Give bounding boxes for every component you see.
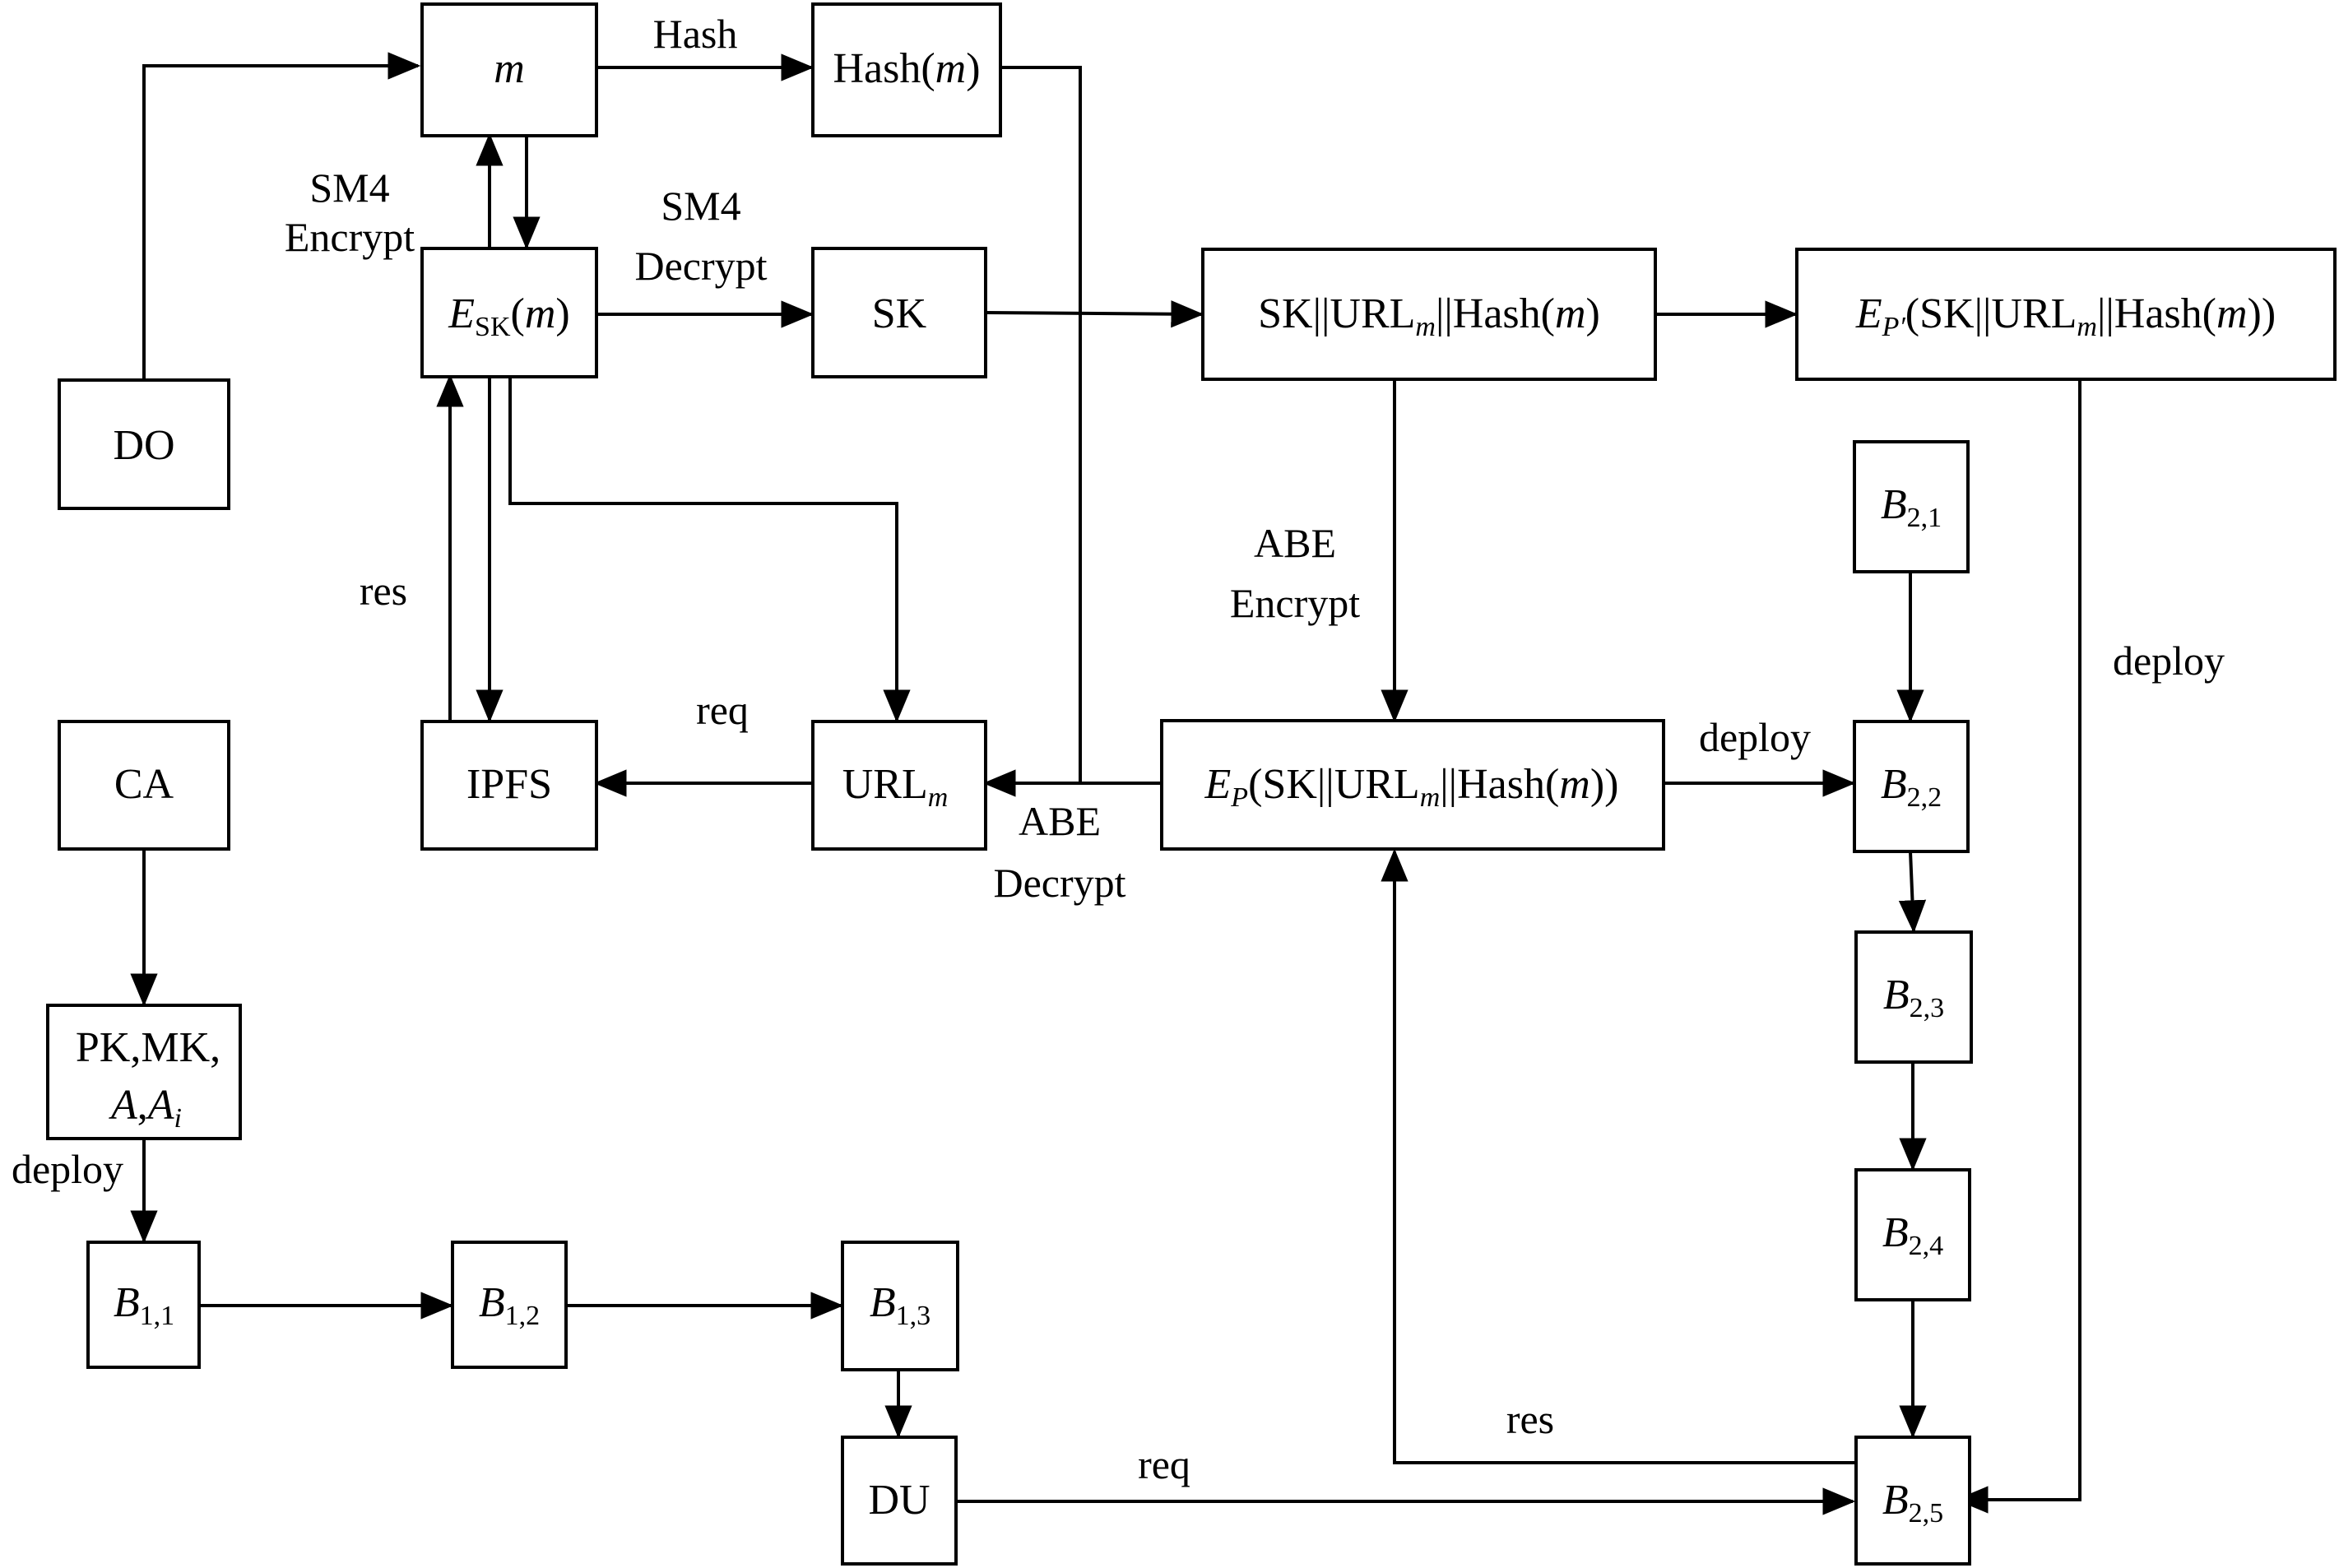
- node-b25: B2,5: [1854, 1436, 1971, 1566]
- node-b23-label: B2,3: [1883, 972, 1944, 1023]
- label-abe-decrypt-1: ABE: [1019, 798, 1101, 844]
- edge-b25-to-ep: [1381, 848, 1855, 1464]
- node-b12: B1,2: [451, 1241, 568, 1369]
- node-ipfs: IPFS: [420, 720, 598, 851]
- label-res-left: res: [360, 568, 407, 614]
- node-do-label: DO: [113, 422, 174, 469]
- node-ep: EP(SK||URLm||Hash(m)): [1160, 719, 1665, 851]
- node-b11-label: B1,1: [114, 1279, 174, 1331]
- node-b21-label: B2,1: [1881, 481, 1942, 533]
- node-b25-label: B2,5: [1882, 1477, 1943, 1529]
- node-b22-label: B2,2: [1881, 761, 1942, 813]
- node-keys: PK,MK, A,Ai: [46, 1004, 242, 1140]
- node-b21: B2,1: [1853, 440, 1970, 573]
- label-deploy-right: deploy: [2113, 638, 2225, 684]
- label-req-top: req: [696, 687, 749, 733]
- edge-esk-to-url: [508, 377, 911, 723]
- edge-sk-to-concat: [985, 300, 1204, 328]
- node-concat: SK||URLm||Hash(m): [1201, 248, 1657, 381]
- label-deploy-ep: deploy: [1699, 714, 1811, 760]
- node-b23: B2,3: [1854, 930, 1973, 1064]
- edge-hash-down-line: [1000, 66, 1082, 782]
- connectors: [130, 52, 2081, 1515]
- node-url-m-label: URLm: [842, 761, 949, 813]
- label-sm4-encrypt-2: Encrypt: [285, 214, 415, 260]
- label-abe-decrypt-2: Decrypt: [993, 860, 1125, 906]
- label-sm4-decrypt-2: Decrypt: [634, 243, 767, 289]
- node-m-label: m: [494, 45, 525, 92]
- node-b13-label: B1,3: [870, 1279, 930, 1331]
- node-sk: SK: [811, 247, 987, 378]
- node-du: DU: [841, 1436, 958, 1566]
- node-hash-m: Hash(m): [811, 2, 1002, 137]
- node-b24-label: B2,4: [1882, 1209, 1943, 1261]
- node-esk-m: ESK(m): [420, 247, 598, 378]
- node-b24: B2,4: [1854, 1168, 1971, 1301]
- label-abe-encrypt-1: ABE: [1254, 520, 1336, 566]
- node-keys-line1: PK,MK,: [76, 1024, 220, 1071]
- node-url-m: URLm: [811, 720, 987, 851]
- node-ep-prime-label: EP′(SK||URLm||Hash(m)): [1855, 290, 2276, 342]
- node-concat-label: SK||URLm||Hash(m): [1258, 290, 1600, 342]
- node-b13: B1,3: [841, 1241, 959, 1371]
- node-b12-label: B1,2: [479, 1279, 540, 1331]
- node-ca: CA: [58, 720, 230, 851]
- label-res-bottom: res: [1506, 1396, 1554, 1442]
- edge-labels: Hash SM4 Encrypt SM4 Decrypt res req ABE…: [12, 11, 2225, 1487]
- node-b11: B1,1: [86, 1241, 201, 1369]
- node-hash-m-label: Hash(m): [833, 45, 980, 92]
- edge-b22-to-b23: [1898, 851, 1927, 934]
- node-keys-line2: A,Ai: [109, 1082, 182, 1134]
- edge-do-to-m: [142, 52, 421, 378]
- node-ep-label: EP(SK||URLm||Hash(m)): [1204, 761, 1619, 813]
- node-du-label: DU: [868, 1477, 930, 1524]
- node-ipfs-label: IPFS: [466, 761, 552, 808]
- label-sm4-encrypt-1: SM4: [309, 165, 389, 211]
- node-do: DO: [58, 378, 230, 510]
- node-ca-label: CA: [114, 761, 174, 808]
- label-sm4-decrypt-1: SM4: [661, 183, 740, 229]
- label-hash: Hash: [653, 11, 738, 57]
- label-deploy-left: deploy: [12, 1146, 123, 1192]
- label-req-bottom: req: [1138, 1441, 1190, 1487]
- node-ep-prime: EP′(SK||URLm||Hash(m)): [1795, 248, 2337, 381]
- label-abe-encrypt-2: Encrypt: [1230, 580, 1360, 626]
- node-esk-m-label: ESK(m): [448, 290, 569, 342]
- node-b22: B2,2: [1853, 720, 1970, 853]
- node-m: m: [420, 2, 598, 137]
- edge-ep-prime-to-b25: [1955, 380, 2081, 1514]
- node-sk-label: SK: [872, 290, 927, 337]
